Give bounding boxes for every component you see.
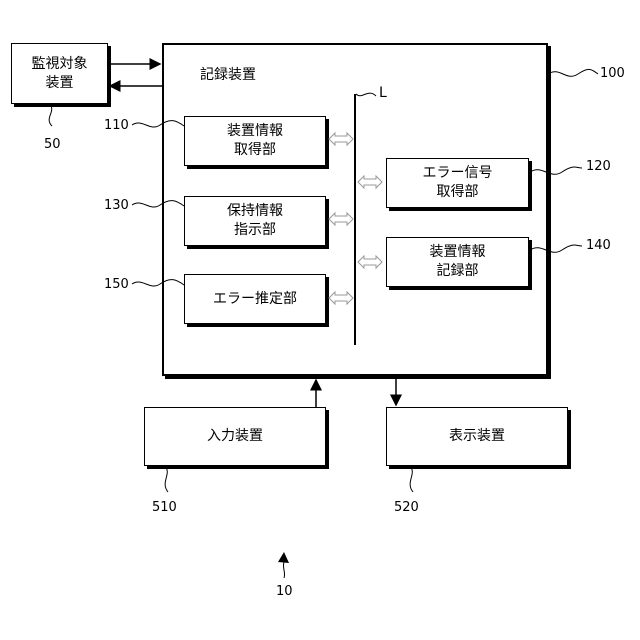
ref-150: 150: [104, 277, 129, 292]
ref-520: 520: [394, 500, 419, 515]
ref-130: 130: [104, 198, 129, 213]
input-device-box: 入力装置: [144, 407, 326, 466]
ref-100: 100: [600, 66, 625, 81]
error-signal-acquisition-unit: エラー信号 取得部: [386, 158, 529, 208]
ref-110: 110: [104, 118, 129, 133]
leader-50: [49, 104, 52, 126]
ref-140: 140: [586, 238, 611, 253]
device-info-recording-unit: 装置情報 記録部: [386, 237, 529, 287]
device-info-acquisition-unit: 装置情報 取得部: [184, 116, 326, 166]
leader-10: [283, 562, 284, 578]
leader-520: [410, 466, 413, 492]
recording-device-label: 記録装置: [200, 64, 256, 84]
ref-120: 120: [586, 159, 611, 174]
error-estimation-unit: エラー推定部: [184, 274, 326, 324]
monitored-device-box: 監視対象 装置: [11, 43, 108, 104]
ref-10: 10: [276, 584, 293, 599]
display-device-box: 表示装置: [386, 407, 568, 466]
system-arrow-head: [278, 552, 289, 563]
leader-510: [165, 466, 168, 492]
retention-info-instruction-unit: 保持情報 指示部: [184, 196, 326, 246]
ref-50: 50: [44, 137, 61, 152]
bus-label: L: [379, 85, 387, 101]
leader-100: [548, 69, 598, 76]
ref-510: 510: [152, 500, 177, 515]
